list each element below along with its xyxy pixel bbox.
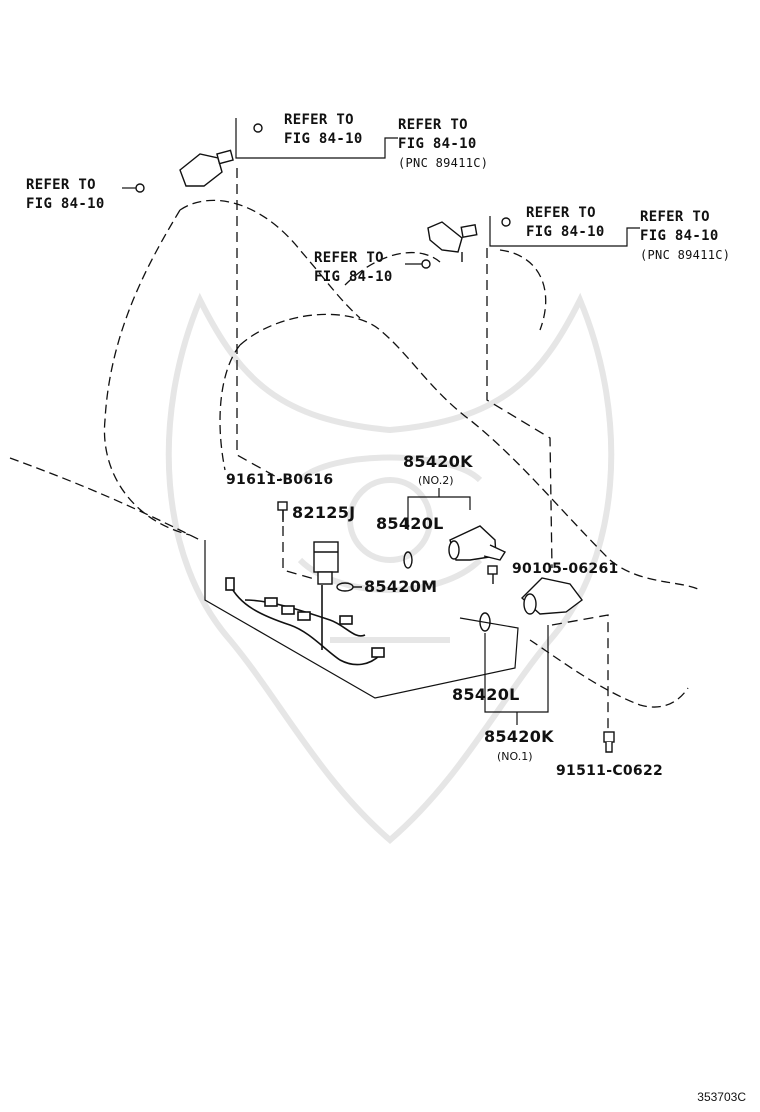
oil-pan	[204, 540, 519, 699]
ref-line: REFER TO	[284, 112, 354, 128]
part-91511-c0622[interactable]: 91511-C0622	[556, 763, 664, 779]
ref-pnc: (PNC 89411C)	[398, 156, 489, 170]
ref-line: REFER TO	[314, 250, 384, 266]
note-no2: (NO.2)	[418, 474, 454, 487]
dashed-leaders	[236, 168, 609, 730]
ref-line: REFER TO	[526, 205, 596, 221]
speed-sensor-left	[135, 123, 263, 193]
bolt-91511	[603, 731, 615, 753]
ref-line: FIG 84-10	[26, 196, 105, 212]
note-no1: (NO.1)	[497, 750, 533, 763]
figure-id: 353703C	[697, 1090, 746, 1104]
part-85420l-top[interactable]: 85420L	[376, 514, 444, 533]
wiring-harness	[225, 577, 385, 666]
part-85420k-no2[interactable]: 85420K	[403, 452, 473, 471]
bolt-90105	[487, 565, 498, 584]
bolt-91611	[277, 501, 288, 522]
part-85420m[interactable]: 85420M	[364, 577, 438, 596]
ref-line: FIG 84-10	[284, 131, 363, 147]
ref-line: REFER TO	[398, 117, 468, 133]
ref-mid: REFER TO FIG 84-10	[314, 249, 393, 287]
ref-line: REFER TO	[640, 209, 710, 225]
watermark-logo	[165, 292, 615, 844]
part-90105-06261[interactable]: 90105-06261	[512, 561, 619, 577]
ref-line: FIG 84-10	[398, 136, 477, 152]
connector-82125j	[313, 541, 339, 585]
o-ring-85420l-top	[403, 551, 413, 569]
ref-line: FIG 84-10	[526, 224, 605, 240]
speed-sensor-right	[421, 217, 511, 269]
ref-right-small: REFER TO FIG 84-10	[526, 204, 605, 242]
ref-right-big: REFER TO FIG 84-10 (PNC 89411C)	[640, 208, 730, 265]
part-82125j[interactable]: 82125J	[292, 503, 356, 522]
part-85420l-bottom[interactable]: 85420L	[452, 685, 520, 704]
part-85420k-no1[interactable]: 85420K	[484, 727, 554, 746]
ref-pnc: (PNC 89411C)	[640, 248, 731, 262]
ref-brackets	[122, 118, 640, 265]
solenoid-no1	[520, 577, 583, 615]
ref-top-small: REFER TO FIG 84-10	[284, 111, 363, 149]
ref-top-big: REFER TO FIG 84-10 (PNC 89411C)	[398, 116, 488, 173]
ref-line: FIG 84-10	[640, 228, 719, 244]
ref-line: FIG 84-10	[314, 269, 393, 285]
solenoid-no2	[448, 525, 507, 561]
ref-line: REFER TO	[26, 177, 96, 193]
transmission-outline	[9, 199, 701, 708]
part-91611-b0616[interactable]: 91611-B0616	[226, 472, 334, 488]
ref-left: REFER TO FIG 84-10	[26, 176, 105, 214]
o-ring-85420l-bottom	[479, 612, 491, 632]
